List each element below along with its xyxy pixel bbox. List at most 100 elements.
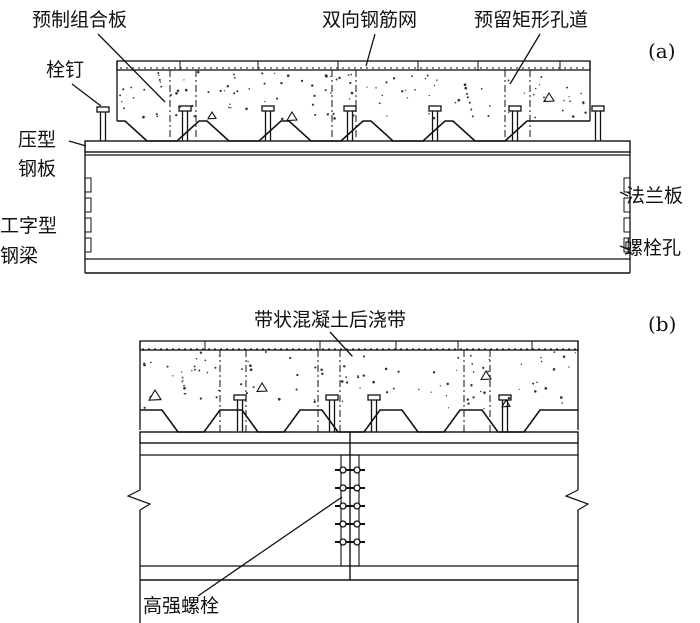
concrete-aggregate-b xyxy=(195,357,198,360)
concrete-aggregate-b xyxy=(532,382,535,385)
concrete-aggregate-b xyxy=(439,385,441,387)
concrete-aggregate-b xyxy=(536,381,538,384)
leader-flange xyxy=(619,191,629,197)
concrete-aggregate-a xyxy=(122,88,125,91)
leader-rect-hole xyxy=(509,33,541,85)
hs-bolt-nut xyxy=(353,484,361,492)
concrete-aggregate-a xyxy=(160,85,163,88)
concrete-aggregate-b xyxy=(289,356,292,360)
concrete-aggregate-a xyxy=(223,90,226,92)
bolt-hole-a xyxy=(623,237,631,253)
leader-stud xyxy=(71,83,102,107)
concrete-aggregate-a xyxy=(349,81,352,85)
concrete-aggregate-a xyxy=(404,89,407,92)
aggregate-triangle-b xyxy=(148,388,162,401)
concrete-aggregate-b xyxy=(183,393,186,395)
hs-bolt-nut xyxy=(339,538,347,546)
concrete-aggregate-a xyxy=(324,74,328,78)
concrete-aggregate-a xyxy=(228,106,230,109)
concrete-aggregate-a xyxy=(132,96,135,99)
concrete-aggregate-b xyxy=(392,387,395,390)
bolt-hole-a xyxy=(84,237,92,253)
concrete-aggregate-a xyxy=(311,84,314,87)
concrete-aggregate-b xyxy=(467,402,470,405)
panel-label-b: (b) xyxy=(648,312,676,336)
concrete-aggregate-b xyxy=(544,386,548,390)
hs-bolt-nut xyxy=(353,466,361,474)
label-strip-band: 带状混凝土后浇带 xyxy=(254,309,406,331)
hs-bolt-nut xyxy=(353,502,361,510)
concrete-aggregate-a xyxy=(580,92,583,95)
concrete-aggregate-a xyxy=(229,103,231,105)
concrete-aggregate-a xyxy=(385,81,388,84)
concrete-aggregate-a xyxy=(333,117,336,120)
concrete-aggregate-a xyxy=(332,112,335,115)
concrete-aggregate-a xyxy=(538,84,541,86)
concrete-aggregate-b xyxy=(252,386,255,389)
label-hs-bolt: 高强螺栓 xyxy=(143,595,219,617)
concrete-aggregate-b xyxy=(247,360,249,363)
panel-label-a: (a) xyxy=(648,39,676,63)
aggregate-triangle-a xyxy=(543,91,555,103)
concrete-aggregate-b xyxy=(181,380,183,383)
shear-stud-a-end-head xyxy=(96,106,110,113)
concrete-aggregate-b xyxy=(359,387,361,389)
concrete-aggregate-a xyxy=(155,113,158,116)
concrete-aggregate-a xyxy=(233,76,236,79)
leader-rebar-mesh xyxy=(365,33,376,67)
leader-hs-bolt xyxy=(197,496,343,597)
concrete-aggregate-b xyxy=(432,371,436,374)
concrete-aggregate-b xyxy=(430,391,432,393)
concrete-aggregate-a xyxy=(170,94,172,96)
concrete-aggregate-b xyxy=(472,396,475,399)
concrete-aggregate-b xyxy=(206,371,209,374)
bolt-hole-a xyxy=(84,177,92,193)
shear-stud-a-head xyxy=(428,105,442,112)
concrete-aggregate-a xyxy=(348,98,351,100)
label-precast-slab: 预制组合板 xyxy=(32,9,127,31)
concrete-aggregate-b xyxy=(483,391,486,394)
bolt-hole-a xyxy=(84,217,92,233)
concrete-aggregate-b xyxy=(540,360,543,363)
concrete-aggregate-a xyxy=(561,109,564,112)
hs-bolt-nut xyxy=(339,520,347,528)
concrete-aggregate-b xyxy=(277,397,281,401)
concrete-aggregate-a xyxy=(540,76,543,78)
concrete-aggregate-a xyxy=(286,74,290,78)
concrete-aggregate-a xyxy=(534,116,536,119)
concrete-aggregate-b xyxy=(320,368,323,372)
shear-stud-a-head xyxy=(508,105,522,112)
concrete-aggregate-a xyxy=(130,86,133,89)
concrete-aggregate-a xyxy=(582,102,585,105)
concrete-aggregate-b xyxy=(561,402,563,404)
concrete-aggregate-a xyxy=(314,113,317,116)
label-beam-line2: 钢梁 xyxy=(0,245,38,267)
concrete-aggregate-a xyxy=(468,101,471,104)
leader-strip-band xyxy=(329,331,353,357)
concrete-aggregate-a xyxy=(568,96,570,98)
concrete-aggregate-a xyxy=(350,91,354,95)
concrete-aggregate-b xyxy=(456,369,458,371)
concrete-aggregate-b xyxy=(296,373,299,377)
concrete-aggregate-a xyxy=(326,113,329,116)
label-deck-line1: 压型 xyxy=(18,129,56,151)
concrete-aggregate-a xyxy=(433,84,436,87)
concrete-aggregate-b xyxy=(181,371,183,373)
concrete-aggregate-a xyxy=(264,100,266,103)
label-deck-line2: 钢板 xyxy=(18,158,56,180)
shear-stud-a-head xyxy=(178,105,192,112)
concrete-aggregate-a xyxy=(566,86,568,89)
label-stud: 栓钉 xyxy=(46,59,84,81)
concrete-aggregate-a xyxy=(236,90,239,93)
label-flange-plate: 法兰板 xyxy=(626,185,683,207)
concrete-aggregate-a xyxy=(424,77,427,80)
concrete-aggregate-a xyxy=(121,101,123,103)
bolt-hole-a xyxy=(623,217,631,233)
concrete-aggregate-b xyxy=(249,364,252,368)
concrete-aggregate-b xyxy=(469,354,472,357)
concrete-aggregate-a xyxy=(233,73,235,76)
concrete-aggregate-b xyxy=(313,400,316,404)
concrete-aggregate-b xyxy=(193,365,196,368)
concrete-aggregate-a xyxy=(366,86,368,88)
concrete-aggregate-a xyxy=(381,94,384,97)
